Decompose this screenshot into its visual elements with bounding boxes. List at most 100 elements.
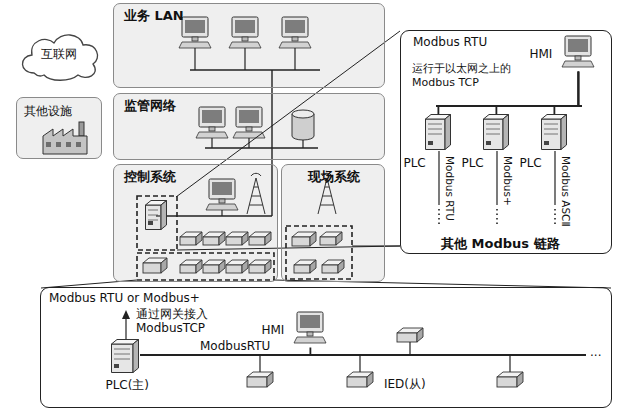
plc-shape: [483, 114, 509, 150]
plc-shape: [541, 114, 567, 150]
computer-icon: [279, 17, 311, 48]
device-front: [226, 265, 242, 273]
plc-slot: [486, 134, 500, 135]
serial-link: [496, 151, 497, 205]
plc-side: [561, 115, 567, 150]
plc-master: PLC(主): [105, 339, 167, 395]
ellipsis-mark: ...: [590, 345, 601, 359]
monitor: [182, 17, 208, 37]
plc-front: [146, 205, 162, 230]
node-label: PLC: [403, 156, 425, 170]
device-side: [517, 372, 523, 387]
drop-line: [211, 138, 212, 148]
field-device-icon: [226, 260, 248, 273]
screen: [212, 182, 232, 195]
node-label: 业务 LAN: [124, 8, 184, 23]
computer-icon: [179, 17, 211, 48]
drop-line: [244, 48, 245, 70]
field-device-icon: [180, 260, 202, 273]
network-zone: 业务 LAN: [113, 3, 385, 88]
plc-slot: [428, 129, 442, 130]
device-side: [417, 328, 423, 342]
computer-icon: [562, 36, 594, 67]
keyboard: [229, 42, 261, 48]
highlight-box: [137, 196, 177, 250]
device-front: [322, 265, 338, 273]
computer-icon: [196, 107, 228, 138]
device-side: [242, 232, 248, 245]
plc-side: [133, 340, 139, 373]
device-front: [249, 265, 265, 273]
supervisory-bus: [205, 147, 318, 149]
monitor: [232, 17, 258, 37]
keyboard: [294, 337, 326, 343]
screen: [202, 110, 222, 123]
plc-shape: [425, 114, 451, 150]
link-label: Modbus+: [501, 156, 514, 206]
device-side: [196, 232, 202, 245]
device-side: [219, 232, 225, 245]
monitor: [565, 36, 591, 56]
plc-side: [503, 115, 509, 150]
plc-side: [445, 115, 451, 150]
device-front: [292, 237, 310, 246]
node-label: PLC: [519, 156, 541, 170]
serial-link: [554, 151, 555, 205]
drop-line: [409, 342, 410, 355]
field-device-icon: [347, 372, 373, 387]
cloud-node: 互联网: [16, 26, 102, 82]
device-front: [249, 237, 265, 245]
field-device-icon: [180, 232, 202, 245]
drop-line: [294, 48, 295, 70]
bus-note: 运行于以太网之上的 Modbus TCP: [412, 62, 524, 90]
network-drawing: [41, 17, 611, 387]
serial-link-continues: [554, 209, 556, 226]
database-cylinder: [292, 110, 314, 140]
device-side: [161, 258, 167, 273]
computer-icon: [294, 312, 326, 343]
node-label: 现场系统: [308, 169, 360, 184]
plc-front: [542, 119, 562, 150]
leader-line: [177, 246, 400, 250]
screen: [185, 20, 205, 33]
device-side: [267, 372, 273, 387]
device-front: [226, 237, 242, 245]
stand: [292, 37, 298, 41]
antenna-tower: [247, 173, 265, 214]
field-device-icon: [397, 328, 423, 342]
field-device-icon: [203, 260, 225, 273]
device-side: [310, 260, 316, 273]
lan-bus: [190, 69, 320, 71]
device-front: [294, 265, 310, 273]
zone-fill: [282, 165, 385, 282]
drop-line: [302, 140, 303, 148]
serial-link-continues: [438, 209, 440, 226]
device-side: [338, 260, 344, 273]
plc-slot: [148, 210, 158, 211]
zone-fill: [41, 288, 612, 408]
node-label: Modbus RTU: [413, 35, 487, 49]
plc-slot: [544, 134, 558, 135]
drop-line: [509, 355, 510, 372]
leader-line: [352, 246, 400, 247]
network-zone: 监管网络: [113, 93, 385, 160]
zone-fill: [114, 94, 385, 160]
plc-slot: [114, 349, 130, 350]
plc-slot: [114, 354, 130, 355]
drop-line: [259, 355, 260, 372]
device-front: [203, 265, 219, 273]
plc-slot: [114, 359, 130, 360]
device-label: IED(从): [384, 377, 426, 391]
node-label: Modbus RTU or Modbus+: [49, 291, 200, 305]
arrow-head: [122, 310, 130, 319]
node-label: PLC: [461, 156, 483, 170]
field-device-icon: [226, 232, 248, 245]
plc-led: [148, 221, 153, 225]
device-side: [242, 260, 248, 273]
plc-slot: [486, 129, 500, 130]
bus-connector: [554, 71, 578, 114]
factory-icon: [43, 122, 87, 154]
keyboard: [206, 204, 238, 210]
